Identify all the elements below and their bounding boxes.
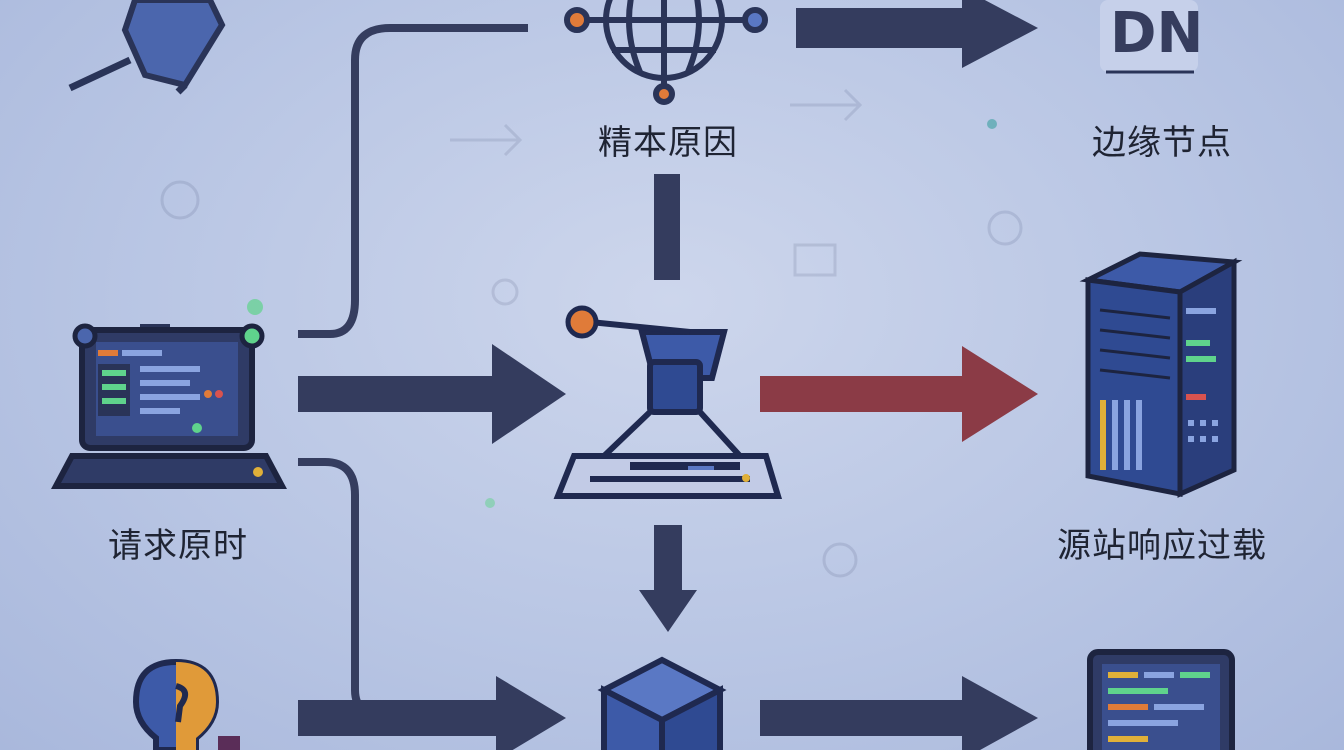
monitor-icon: [1087, 649, 1235, 750]
background-decor: [160, 88, 1023, 578]
shield-icon: [68, 0, 226, 95]
laptop-icon: [51, 323, 287, 489]
cube-icon: [597, 656, 727, 750]
arrow-robot-to-origin: [760, 346, 1038, 442]
cdn-logo-icon: DN: [1100, 0, 1203, 74]
accent-dot: [987, 119, 997, 129]
main-arrows: [298, 0, 1038, 750]
robot-arm-icon: [553, 305, 783, 499]
arrow-to-cube: [298, 676, 566, 750]
status-dot: [247, 299, 263, 315]
connector-globe-robot: [654, 174, 680, 280]
arrow-cube-to-monitor: [760, 676, 1038, 750]
server-rack-icon: [1079, 251, 1243, 498]
connector-top-bend: [298, 24, 528, 338]
arrow-robot-to-cube: [639, 525, 697, 632]
label-globe: 精本原因: [598, 123, 738, 163]
label-cdn-edge: 边缘节点: [1092, 123, 1232, 163]
arrow-client-to-robot: [298, 344, 566, 444]
arrow-globe-to-cdn: [796, 0, 1038, 68]
label-origin: 源站响应过载: [1057, 526, 1267, 566]
label-client: 请求原时: [108, 526, 248, 566]
accent-dot: [485, 498, 495, 508]
globe-icon: [564, 0, 768, 105]
cdn-logo-text: DN: [1110, 1, 1203, 66]
lightbulb-icon: [132, 658, 240, 750]
